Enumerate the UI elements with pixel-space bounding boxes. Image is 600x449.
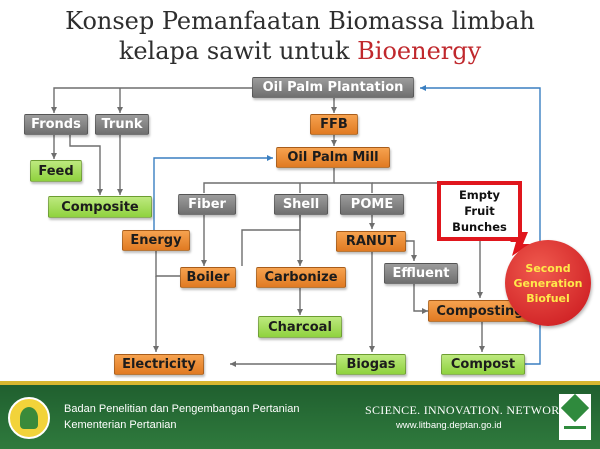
edge-mill-outputs [203, 168, 335, 193]
node-oil-palm-plantation: Oil Palm Plantation [252, 77, 414, 98]
efb-line-2: Fruit [464, 204, 495, 218]
badge-line-2: Generation [513, 276, 583, 290]
node-composting: Composting [428, 300, 532, 322]
node-compost: Compost [441, 354, 525, 375]
node-ranut: RANUT [336, 231, 406, 252]
edge-fronds-composite [69, 134, 103, 195]
slide-title-line-2: kelapa sawit untuk Bioenergy [0, 36, 600, 66]
edge-effluent-composting [413, 284, 428, 314]
node-feed: Feed [30, 160, 82, 182]
partner-logo [559, 393, 591, 440]
node-fronds: Fronds [24, 114, 88, 135]
edge-energy-mill [153, 155, 273, 230]
badge-line-1: Second [525, 261, 571, 275]
node-electricity: Electricity [114, 354, 204, 375]
node-trunk: Trunk [95, 114, 149, 135]
node-shell: Shell [274, 194, 328, 215]
node-empty-fruit-bunches: Empty Fruit Bunches [437, 181, 522, 241]
edge-compost-plantation [420, 85, 541, 365]
efb-line-1: Empty [458, 188, 501, 202]
footer-accent-stripe [0, 381, 600, 385]
title-prefix: kelapa sawit untuk [118, 37, 358, 65]
edge-plantation-fronds [51, 87, 252, 113]
node-biogas: Biogas [336, 354, 406, 375]
edge-shell-boiler [241, 214, 301, 266]
footer-tagline: SCIENCE. INNOVATION. NETWORKS [365, 403, 576, 417]
node-fiber: Fiber [178, 194, 236, 215]
slide-title-line-1: Konsep Pemanfaatan Biomassa limbah [65, 7, 535, 35]
node-boiler: Boiler [180, 267, 236, 288]
footer-agency-name: Badan Penelitian dan Pengembangan Pertan… [64, 403, 300, 415]
node-pome: POME [340, 194, 404, 215]
badge-line-3: Biofuel [526, 291, 570, 305]
efb-line-3: Bunches [452, 220, 507, 234]
footer-bar [0, 381, 600, 449]
node-oil-palm-mill: Oil Palm Mill [276, 147, 390, 168]
title-accent: Bioenergy [357, 37, 482, 65]
node-energy: Energy [122, 230, 190, 251]
badge-second-generation-biofuel: Second Generation Biofuel [505, 240, 591, 326]
node-ffb: FFB [310, 114, 358, 135]
node-carbonize: Carbonize [256, 267, 346, 288]
edge-ranut-effluent [405, 240, 417, 261]
node-effluent: Effluent [384, 263, 458, 284]
node-charcoal: Charcoal [258, 316, 342, 338]
footer-ministry-name: Kementerian Pertanian [64, 419, 177, 431]
footer-website-link[interactable]: www.litbang.deptan.go.id [396, 420, 502, 431]
edge-boiler-energy [155, 250, 180, 277]
node-composite: Composite [48, 196, 152, 218]
agency-logo [8, 397, 50, 439]
